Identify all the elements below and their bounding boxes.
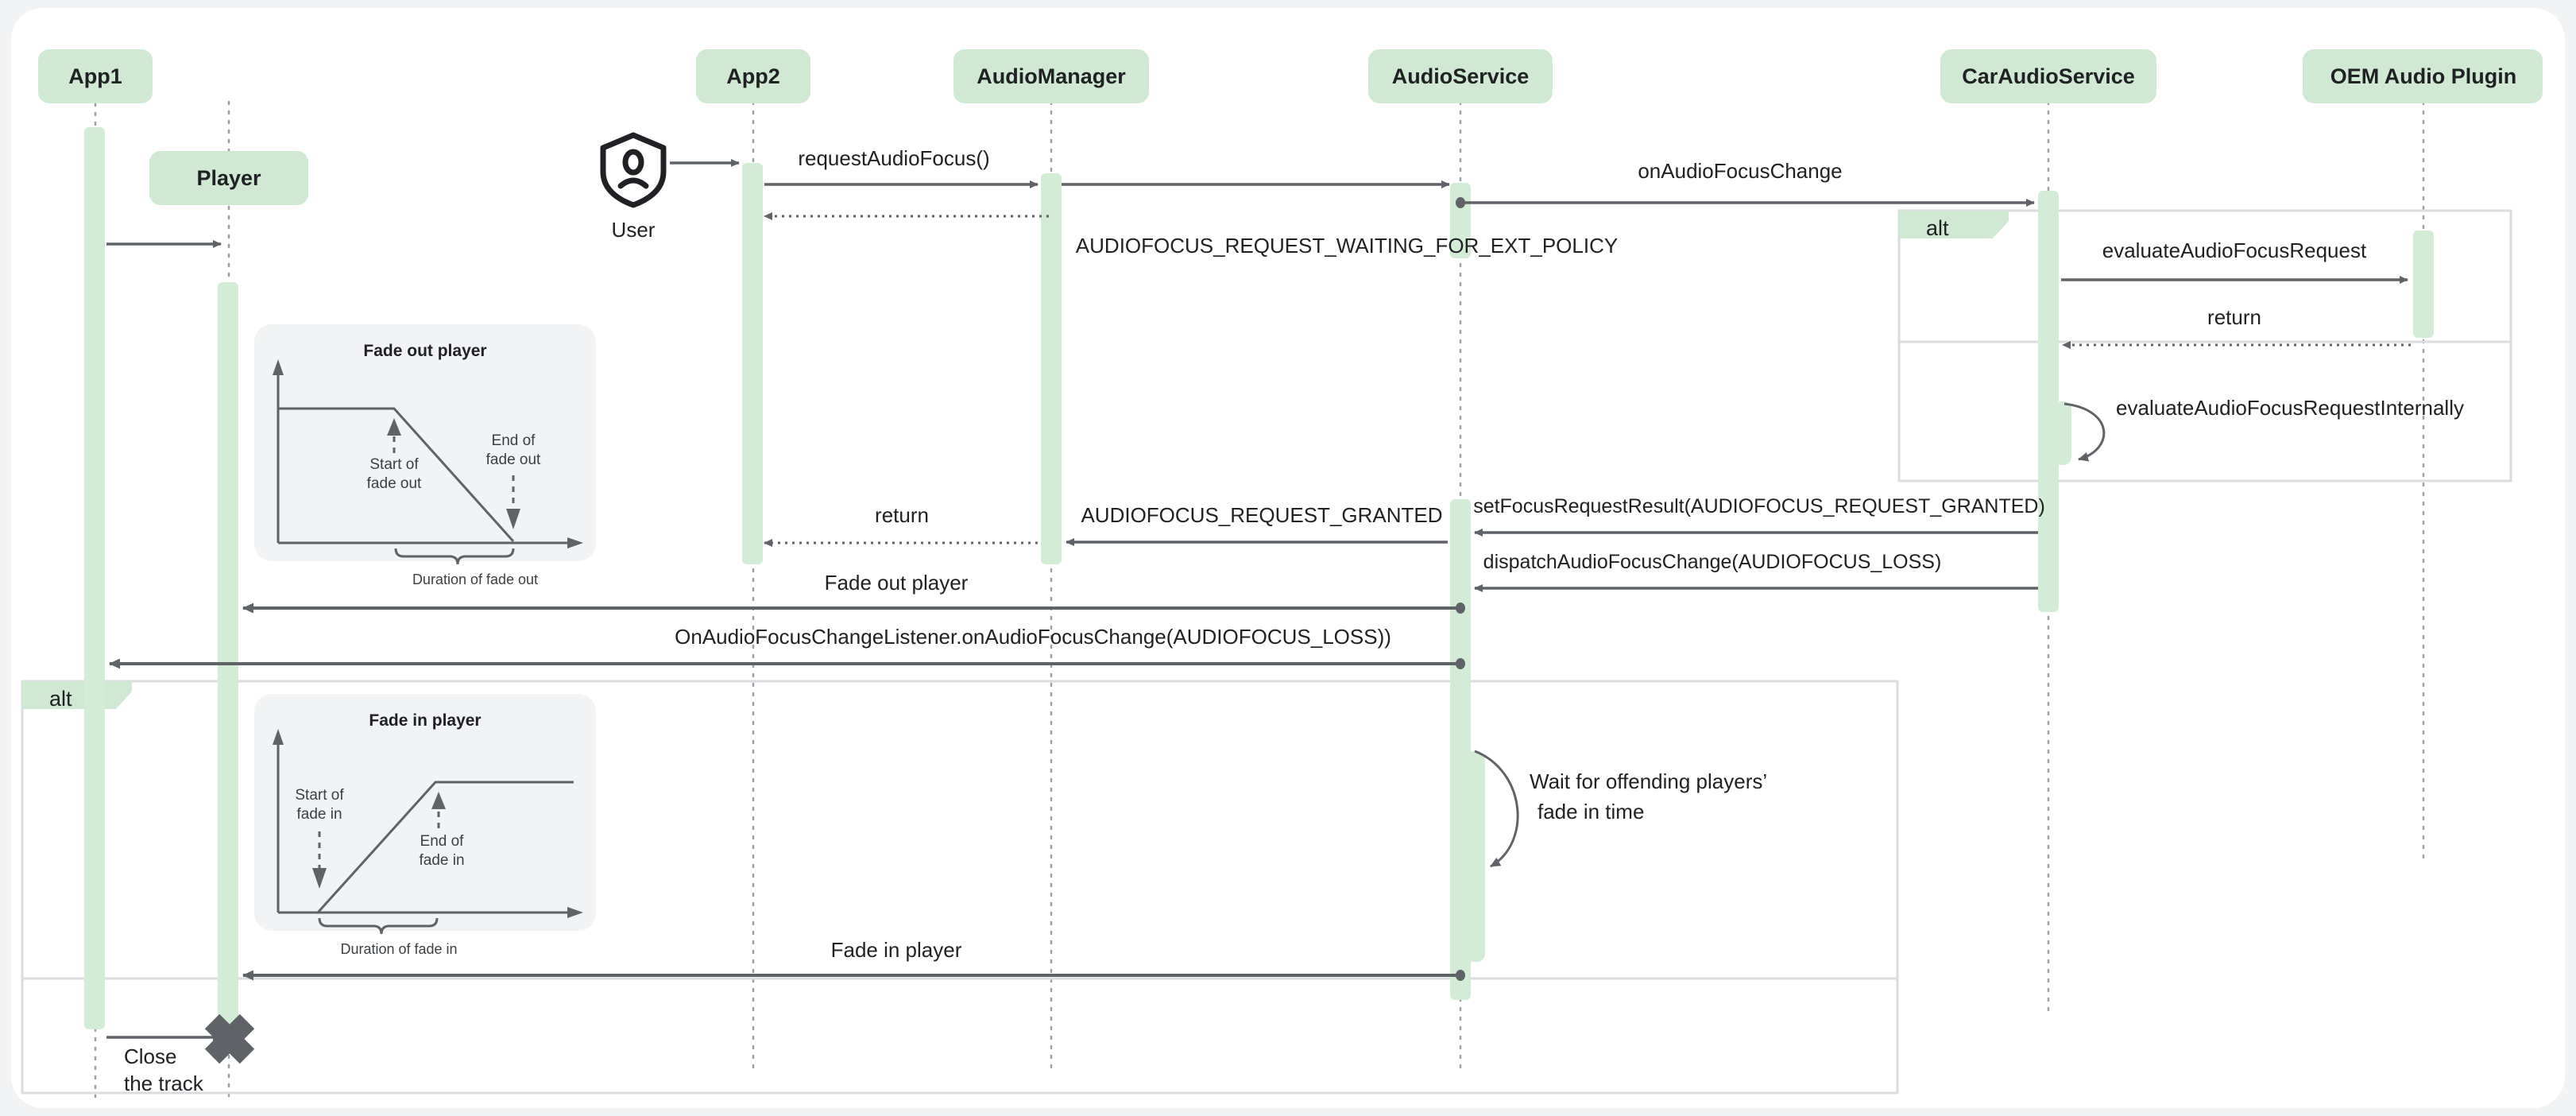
start-of-fade-out-line2: fade out [367, 475, 422, 492]
message-label-fade-out-player: Fade out player [825, 571, 969, 595]
message-label-listener-loss: OnAudioFocusChangeListener.onAudioFocusC… [675, 625, 1391, 649]
duration-brace-fade-in [318, 917, 439, 935]
activation-cas-self [2052, 401, 2071, 465]
message-label-evaluate-return: return [2207, 305, 2261, 329]
user-shield-icon [600, 132, 667, 208]
message-path-evaluate-internally [2064, 402, 2106, 462]
duration-of-fade-out-label: Duration of fade out [412, 572, 538, 587]
activation-as-4 [1466, 751, 1485, 962]
activation-player [218, 282, 238, 1033]
end-of-fade-in-line2: fade in [419, 852, 464, 869]
activation-app1 [84, 127, 105, 1029]
activation-am [1041, 173, 1062, 564]
y-axis-arrow-fade-in [273, 729, 284, 745]
participant-audiomanager[interactable]: AudioManager [953, 49, 1149, 103]
message-label-on-audio-focus-change: onAudioFocusChange [1638, 159, 1842, 183]
fragment-alt-car: alt [1897, 209, 2512, 482]
fade-out-curve [278, 407, 515, 543]
message-label-close-track-line1: Close [124, 1044, 176, 1068]
participant-player[interactable]: Player [149, 151, 308, 205]
x-axis-arrow-fade-in [567, 907, 583, 918]
destroy-x-icon [204, 1013, 255, 1064]
activation-cas [2038, 191, 2059, 612]
message-label-wait-fade-in-line2: fade in time [1537, 800, 1644, 823]
participant-label-player: Player [196, 166, 261, 190]
start-of-fade-in-annotation: Start of fade in [295, 787, 344, 889]
alt-label-car: alt [1926, 216, 1949, 240]
end-of-fade-in-annotation: End of fade in [419, 792, 465, 869]
message-label-fade-in-player: Fade in player [831, 938, 962, 962]
activation-app2 [742, 163, 763, 564]
y-axis-arrow-fade-out [273, 359, 284, 375]
end-of-fade-out-line1: End of [492, 432, 536, 449]
participant-caraudioservice[interactable]: CarAudioService [1940, 49, 2156, 103]
message-label-set-focus-result: setFocusRequestResult(AUDIOFOCUS_REQUEST… [1473, 495, 2045, 517]
note-title-fade-in: Fade in player [369, 711, 481, 730]
message-label-waiting-ext-policy: AUDIOFOCUS_REQUEST_WAITING_FOR_EXT_POLIC… [1076, 234, 1618, 258]
activation-oem [2413, 231, 2434, 338]
participant-app2[interactable]: App2 [696, 49, 810, 103]
start-of-fade-in-line2: fade in [296, 806, 342, 823]
message-label-request-audio-focus: requestAudioFocus() [798, 146, 989, 170]
message-path-wait-fade-in [1474, 750, 1519, 868]
message-label-evaluate-request: evaluateAudioFocusRequest [2102, 238, 2367, 262]
user-actor-label: User [612, 218, 656, 242]
fade-in-curve [278, 781, 574, 914]
participant-label-audioservice: AudioService [1392, 64, 1530, 88]
activation-as-2 [1450, 499, 1471, 587]
message-label-close-track-line2: the track [124, 1071, 204, 1095]
participant-oem-audio-plugin[interactable]: OEM Audio Plugin [2303, 49, 2543, 103]
start-of-fade-out-line1: Start of [369, 456, 419, 473]
message-label-evaluate-internally: evaluateAudioFocusRequestInternally [2116, 396, 2464, 420]
start-of-fade-out-annotation: Start of fade out [367, 418, 422, 492]
participant-label-oem: OEM Audio Plugin [2330, 64, 2516, 88]
participant-audioservice[interactable]: AudioService [1368, 49, 1553, 103]
message-label-wait-fade-in-line1: Wait for offending players’ [1530, 769, 1767, 793]
x-axis-arrow-fade-out [567, 537, 583, 548]
end-of-fade-out-line2: fade out [486, 451, 541, 468]
participant-label-app2: App2 [726, 64, 780, 88]
message-label-return: return [875, 503, 929, 527]
note-title-fade-out: Fade out player [363, 342, 486, 360]
activation-as-3 [1450, 571, 1471, 1000]
participant-label-app1: App1 [68, 64, 122, 88]
note-fade-in-player: Fade in player Start of fade in End of f… [254, 694, 596, 957]
alt-label-left: alt [49, 687, 72, 711]
message-label-granted: AUDIOFOCUS_REQUEST_GRANTED [1081, 503, 1442, 527]
end-of-fade-in-line1: End of [420, 833, 465, 850]
user-actor: User [600, 132, 667, 242]
duration-brace-fade-out [394, 548, 515, 565]
end-of-fade-out-annotation: End of fade out [486, 432, 541, 529]
participant-label-audiomanager: AudioManager [977, 64, 1126, 88]
start-of-fade-in-line1: Start of [295, 787, 344, 804]
participant-app1[interactable]: App1 [38, 49, 153, 103]
participant-label-caraudioservice: CarAudioService [1962, 64, 2135, 88]
message-label-dispatch-loss: dispatchAudioFocusChange(AUDIOFOCUS_LOSS… [1483, 551, 1942, 573]
duration-of-fade-in-label: Duration of fade in [340, 941, 457, 957]
activation-bars [84, 127, 2434, 1033]
note-fade-out-player: Fade out player Start of fade out End of… [254, 324, 596, 587]
